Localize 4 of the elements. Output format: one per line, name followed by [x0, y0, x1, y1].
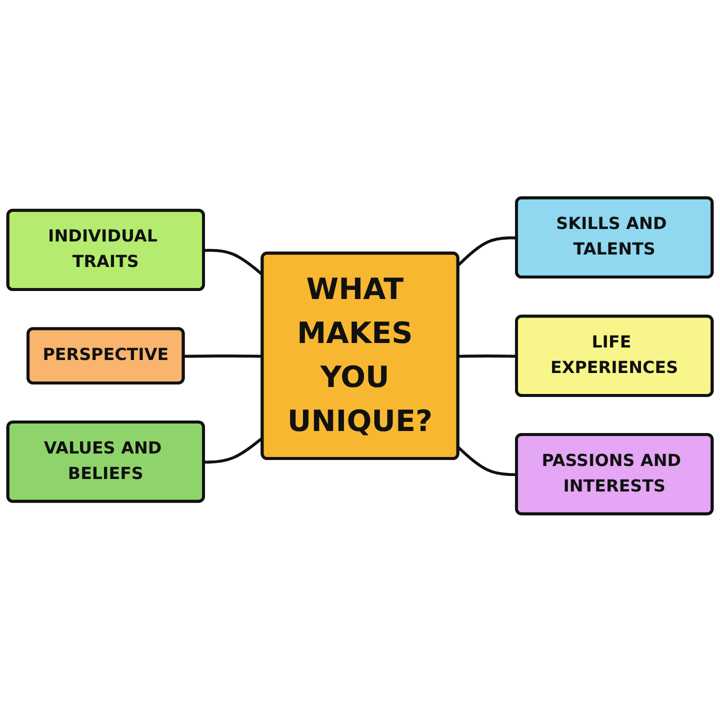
connector — [457, 236, 518, 266]
connector — [184, 354, 263, 358]
connector — [457, 446, 518, 476]
connector — [458, 354, 518, 358]
